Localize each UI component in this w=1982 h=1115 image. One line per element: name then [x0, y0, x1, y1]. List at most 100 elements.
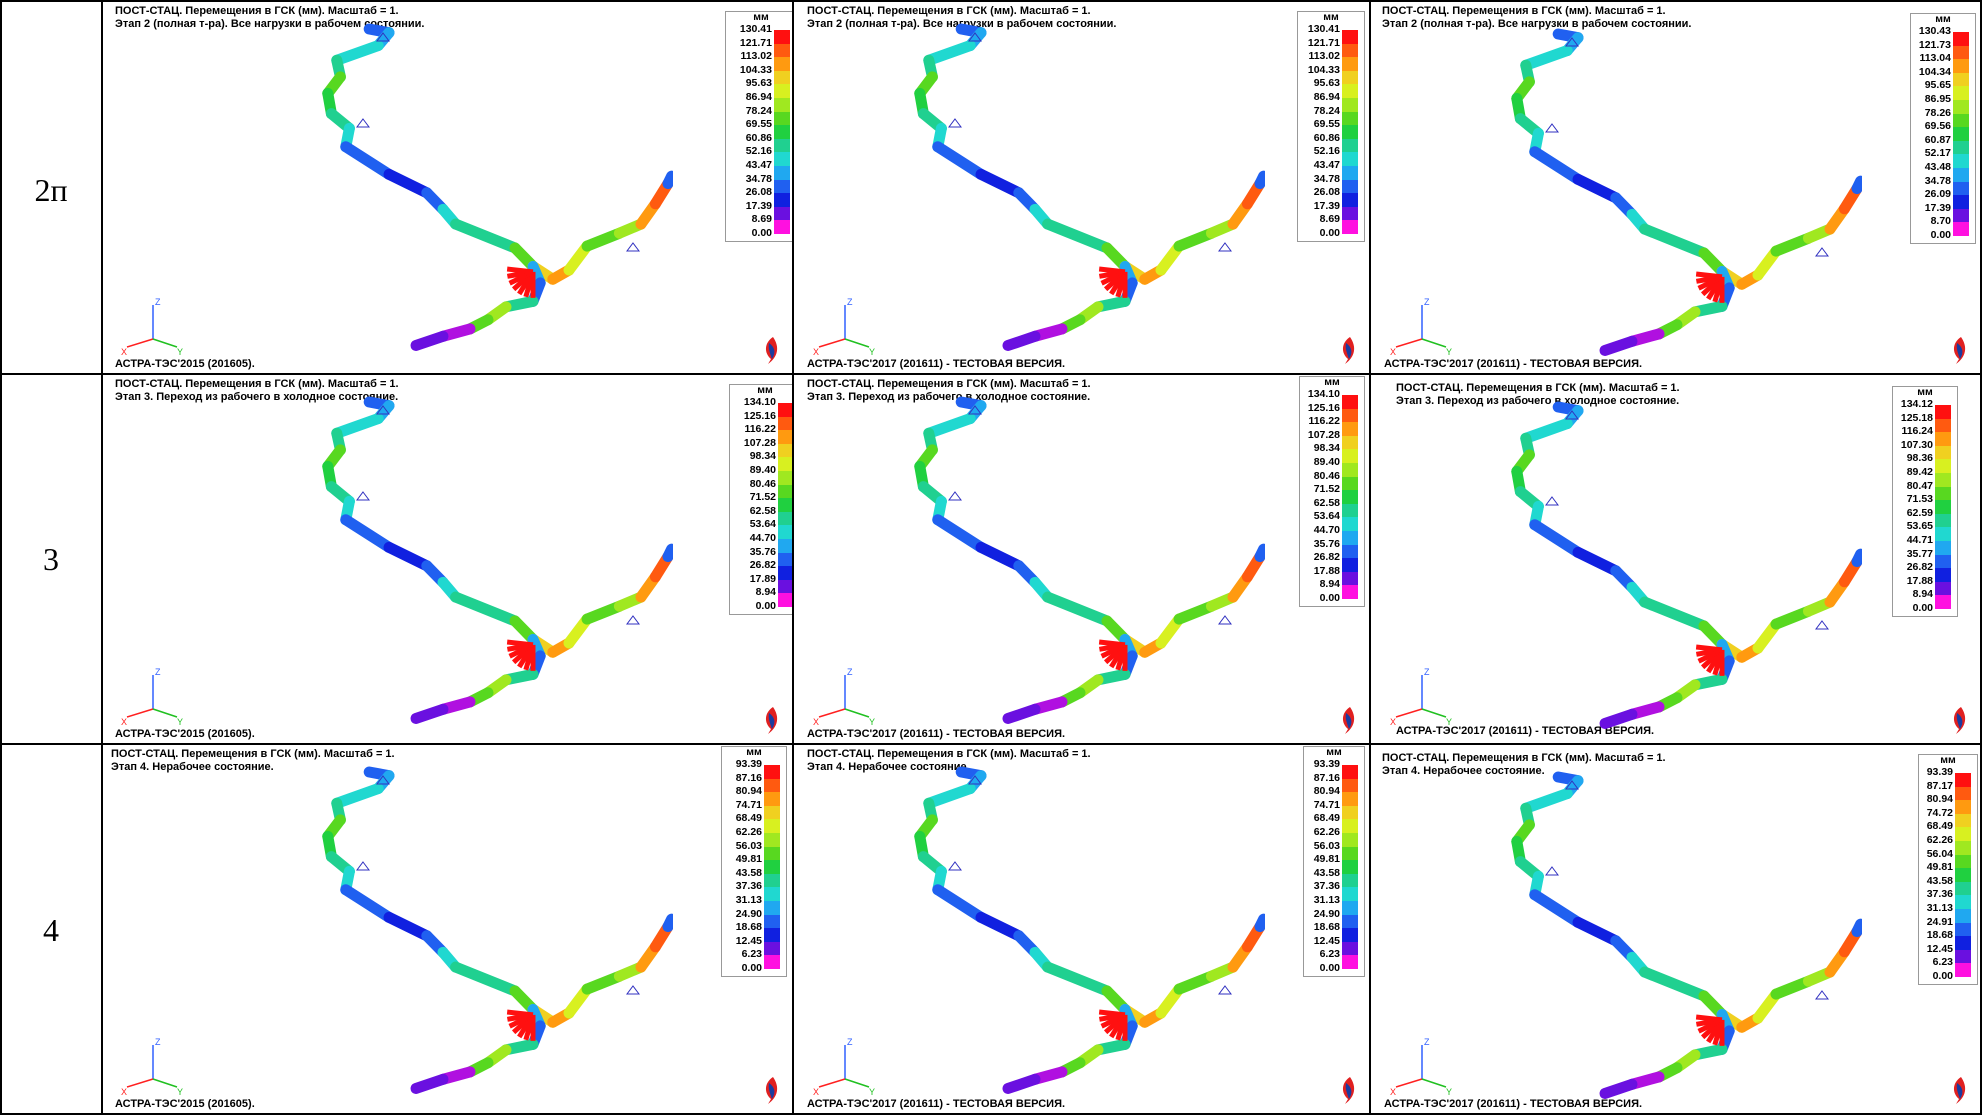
legend-entry: 17.88	[1893, 575, 1957, 596]
legend-swatch	[1953, 86, 1969, 100]
pipeline-model	[1511, 401, 1862, 729]
legend-unit: мм	[757, 384, 773, 396]
legend-value: 6.23	[1932, 956, 1953, 969]
pipe-segment	[662, 543, 673, 563]
legend-unit: мм	[753, 11, 769, 23]
legend-value: 34.78	[745, 172, 772, 185]
panel-footer: АСТРА-ТЭС'2015 (201605).	[115, 358, 255, 370]
legend-value: 116.22	[744, 423, 776, 436]
legend-entry: 53.64	[1300, 510, 1364, 531]
legend-unit: мм	[1917, 386, 1933, 398]
legend-value: 49.81	[735, 853, 762, 866]
legend-entry: 18.68	[1304, 921, 1364, 942]
legend-value: 43.58	[1313, 866, 1340, 879]
pipeline-model	[914, 766, 1265, 1094]
legend-swatch	[1342, 819, 1358, 833]
legend-entry: 134.10	[1300, 388, 1364, 409]
pipe-segment	[1520, 45, 1573, 71]
legend-swatch	[1342, 778, 1358, 793]
pipe-segment	[1851, 548, 1862, 568]
result-panel: ПОСТ-СТАЦ. Перемещения в ГСК (мм). Масшт…	[795, 3, 1369, 373]
legend-entry: 56.04	[1919, 848, 1977, 869]
x-axis-label: X	[1390, 1087, 1396, 1095]
legend-swatch	[1955, 827, 1971, 841]
legend-entry: 26.82	[730, 559, 792, 580]
pipe-segment	[410, 330, 449, 351]
support-icon	[376, 32, 390, 42]
legend-entry: 24.90	[722, 908, 786, 929]
legend-entry: 34.78	[1911, 175, 1975, 196]
legend-swatch	[778, 511, 792, 526]
legend-value: 130.43	[1918, 25, 1951, 37]
legend-entry: 74.72	[1919, 807, 1977, 828]
legend-swatch	[778, 498, 792, 512]
legend-swatch	[1935, 513, 1951, 528]
pipeline-model	[322, 396, 673, 724]
legend-swatch	[1342, 84, 1358, 98]
panel-footer: АСТРА-ТЭС'2017 (201611) - ТЕСТОВАЯ ВЕРСИ…	[807, 358, 1066, 370]
legend-value: 37.36	[735, 880, 762, 893]
pipe-segment	[1529, 519, 1584, 558]
legend-value: 78.24	[1313, 104, 1340, 117]
legend-entry: 107.28	[730, 437, 792, 458]
legend-value: 121.71	[739, 36, 772, 49]
legend-value: 26.09	[1924, 188, 1951, 201]
legend-swatch	[1935, 486, 1951, 501]
pipe-segment	[1254, 913, 1265, 933]
legend-entry: 86.94	[1298, 91, 1364, 112]
x-axis-label: X	[1390, 347, 1396, 355]
panel-footer: АСТРА-ТЭС'2015 (201605).	[115, 1098, 255, 1110]
legend-value: 104.33	[1307, 63, 1340, 76]
pipe-segment	[331, 40, 384, 66]
legend-entry: 69.55	[1298, 118, 1364, 139]
legend-swatch	[1955, 813, 1971, 828]
legend-swatch	[1342, 462, 1358, 477]
y-axis-label: Y	[177, 347, 183, 355]
legend-value: 17.39	[745, 199, 772, 212]
pipeline-model	[914, 23, 1265, 351]
legend-entry: 56.03	[722, 840, 786, 861]
legend-value: 17.89	[749, 572, 776, 585]
legend-swatch	[1342, 805, 1358, 820]
legend-entry: 113.02	[1298, 50, 1364, 71]
legend-entry: 62.26	[1304, 826, 1364, 847]
legend-swatch	[774, 165, 790, 180]
elbow-marker	[506, 266, 534, 275]
legend-swatch	[1342, 914, 1358, 929]
legend-swatch	[1342, 408, 1358, 423]
legend-value: 69.56	[1924, 120, 1951, 133]
legend-swatch	[778, 470, 792, 485]
legend-swatch	[1342, 138, 1358, 153]
legend-swatch	[778, 416, 792, 431]
legend-value: 17.39	[1924, 201, 1951, 214]
y-axis-line	[1421, 338, 1447, 348]
legend-swatch	[1342, 503, 1358, 518]
pipe-segment	[1770, 975, 1814, 1000]
legend-value: 68.49	[1313, 812, 1340, 825]
legend-value: 43.47	[1313, 158, 1340, 171]
pipe-segment	[1770, 232, 1814, 257]
legend-value: 0.00	[1319, 226, 1340, 239]
support-icon	[948, 491, 962, 501]
legend-value: 52.16	[1313, 145, 1340, 158]
legend-entry: 80.94	[1304, 785, 1364, 806]
legend-value: 116.22	[1308, 415, 1340, 428]
legend-value: 24.91	[1926, 915, 1953, 928]
legend-value: 53.65	[1906, 520, 1933, 533]
result-panel: ПОСТ-СТАЦ. Перемещения в ГСК (мм). Масшт…	[795, 746, 1369, 1113]
legend-unit: мм	[1326, 746, 1342, 758]
legend-value: 12.45	[735, 934, 762, 947]
legend-value: 80.94	[1313, 785, 1340, 798]
legend-entry: 0.00	[722, 954, 786, 976]
legend-value: 93.39	[1926, 766, 1953, 778]
legend-value: 130.41	[739, 23, 772, 35]
legend-swatch	[764, 941, 780, 956]
legend-entry: 113.04	[1911, 52, 1975, 73]
legend-value: 44.70	[1313, 523, 1340, 536]
legend-value: 31.13	[735, 893, 762, 906]
legend-entry: 52.17	[1911, 147, 1975, 168]
legend-entry: 107.28	[1300, 429, 1364, 450]
